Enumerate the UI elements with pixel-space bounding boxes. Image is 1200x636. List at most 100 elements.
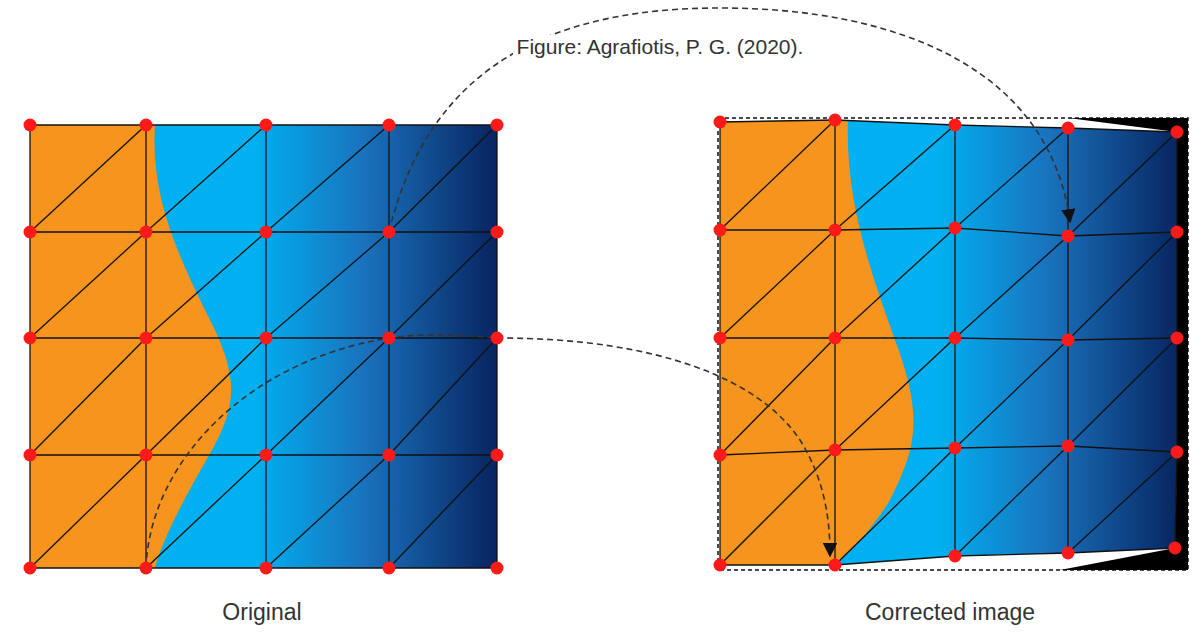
control-point — [1171, 226, 1184, 239]
image-caption: Corrected image — [865, 599, 1035, 626]
mesh-line — [954, 448, 955, 556]
mesh-line — [145, 232, 146, 338]
control-point — [140, 226, 153, 239]
mesh-line — [146, 232, 266, 338]
control-point — [491, 226, 504, 239]
control-point — [1062, 334, 1075, 347]
control-point — [829, 559, 842, 572]
mesh-line — [29, 338, 30, 455]
mesh-line — [29, 455, 30, 568]
control-point — [1171, 446, 1184, 459]
control-point — [24, 449, 37, 462]
mesh-line — [955, 128, 1068, 228]
mesh-line — [265, 338, 266, 455]
mesh-line — [389, 455, 497, 568]
mesh-line — [146, 454, 266, 455]
control-point — [1062, 230, 1075, 243]
mesh-line — [30, 567, 146, 568]
mesh-line — [146, 124, 266, 125]
mesh-line — [30, 337, 146, 338]
control-point — [24, 119, 37, 132]
mesh-line — [30, 231, 146, 232]
mesh-line — [266, 232, 389, 338]
mesh-line — [835, 556, 955, 565]
mesh-line — [265, 232, 266, 338]
mesh-line — [266, 454, 389, 455]
control-point — [1062, 122, 1075, 135]
mesh-line — [720, 450, 835, 455]
mesh-line — [834, 450, 835, 565]
control-point — [829, 332, 842, 345]
mesh-grid — [30, 125, 497, 568]
mesh-line — [1176, 338, 1177, 452]
mesh-line — [1175, 452, 1177, 548]
mesh-line — [1068, 128, 1177, 132]
mesh-line — [955, 228, 1068, 236]
control-point — [260, 226, 273, 239]
mesh-line — [145, 455, 146, 568]
mesh-line — [835, 448, 955, 565]
mesh-line — [1068, 446, 1177, 452]
control-point — [949, 442, 962, 455]
mesh-line — [1068, 132, 1177, 236]
mesh-line — [1067, 340, 1068, 446]
mesh-line — [1068, 232, 1177, 236]
control-point — [714, 224, 727, 237]
mesh-line — [954, 125, 955, 228]
mesh-line — [719, 230, 720, 338]
mesh-line — [955, 338, 1068, 340]
mesh-line — [834, 230, 835, 338]
control-point — [140, 449, 153, 462]
control-point — [383, 562, 396, 575]
control-point — [24, 562, 37, 575]
mesh-line — [389, 454, 497, 455]
control-point — [714, 559, 727, 572]
mapping-arrow — [497, 338, 830, 556]
mesh-line — [1176, 232, 1177, 338]
mesh-line — [720, 337, 835, 338]
mesh-line — [1068, 548, 1175, 553]
control-point — [949, 222, 962, 235]
mesh-line — [146, 125, 266, 232]
control-point — [829, 114, 842, 127]
mesh-line — [720, 120, 835, 122]
mesh-line — [496, 455, 497, 568]
mesh-line — [835, 125, 955, 230]
mesh-line — [30, 455, 146, 568]
control-point — [1062, 440, 1075, 453]
mesh-line — [1068, 232, 1177, 340]
mesh-line — [955, 446, 1068, 448]
control-point — [24, 226, 37, 239]
control-point — [383, 226, 396, 239]
mesh-line — [835, 120, 955, 125]
blue-region — [720, 120, 1177, 565]
control-point — [491, 562, 504, 575]
mesh-line — [29, 125, 30, 232]
mesh-line — [388, 338, 389, 455]
control-point — [140, 562, 153, 575]
control-point — [1062, 547, 1075, 560]
mesh-line — [719, 338, 720, 455]
mesh-line — [835, 228, 955, 338]
mesh-line — [146, 455, 266, 568]
mesh-line — [496, 232, 497, 338]
control-point — [1171, 332, 1184, 345]
mesh-line — [145, 125, 146, 232]
mesh-line — [955, 553, 1068, 556]
mesh-line — [835, 228, 955, 230]
control-point — [1169, 542, 1182, 555]
mesh-line — [1067, 236, 1068, 340]
mesh-line — [496, 338, 497, 455]
mesh-line — [955, 125, 1068, 128]
mesh-line — [146, 231, 266, 232]
mesh-line — [1068, 338, 1177, 340]
mesh-line — [265, 455, 266, 568]
mesh-grid — [720, 120, 1177, 565]
mesh-line — [835, 338, 955, 450]
mesh-line — [720, 338, 835, 455]
control-point — [949, 119, 962, 132]
mesh-line — [389, 124, 497, 125]
mesh-line — [834, 120, 835, 230]
